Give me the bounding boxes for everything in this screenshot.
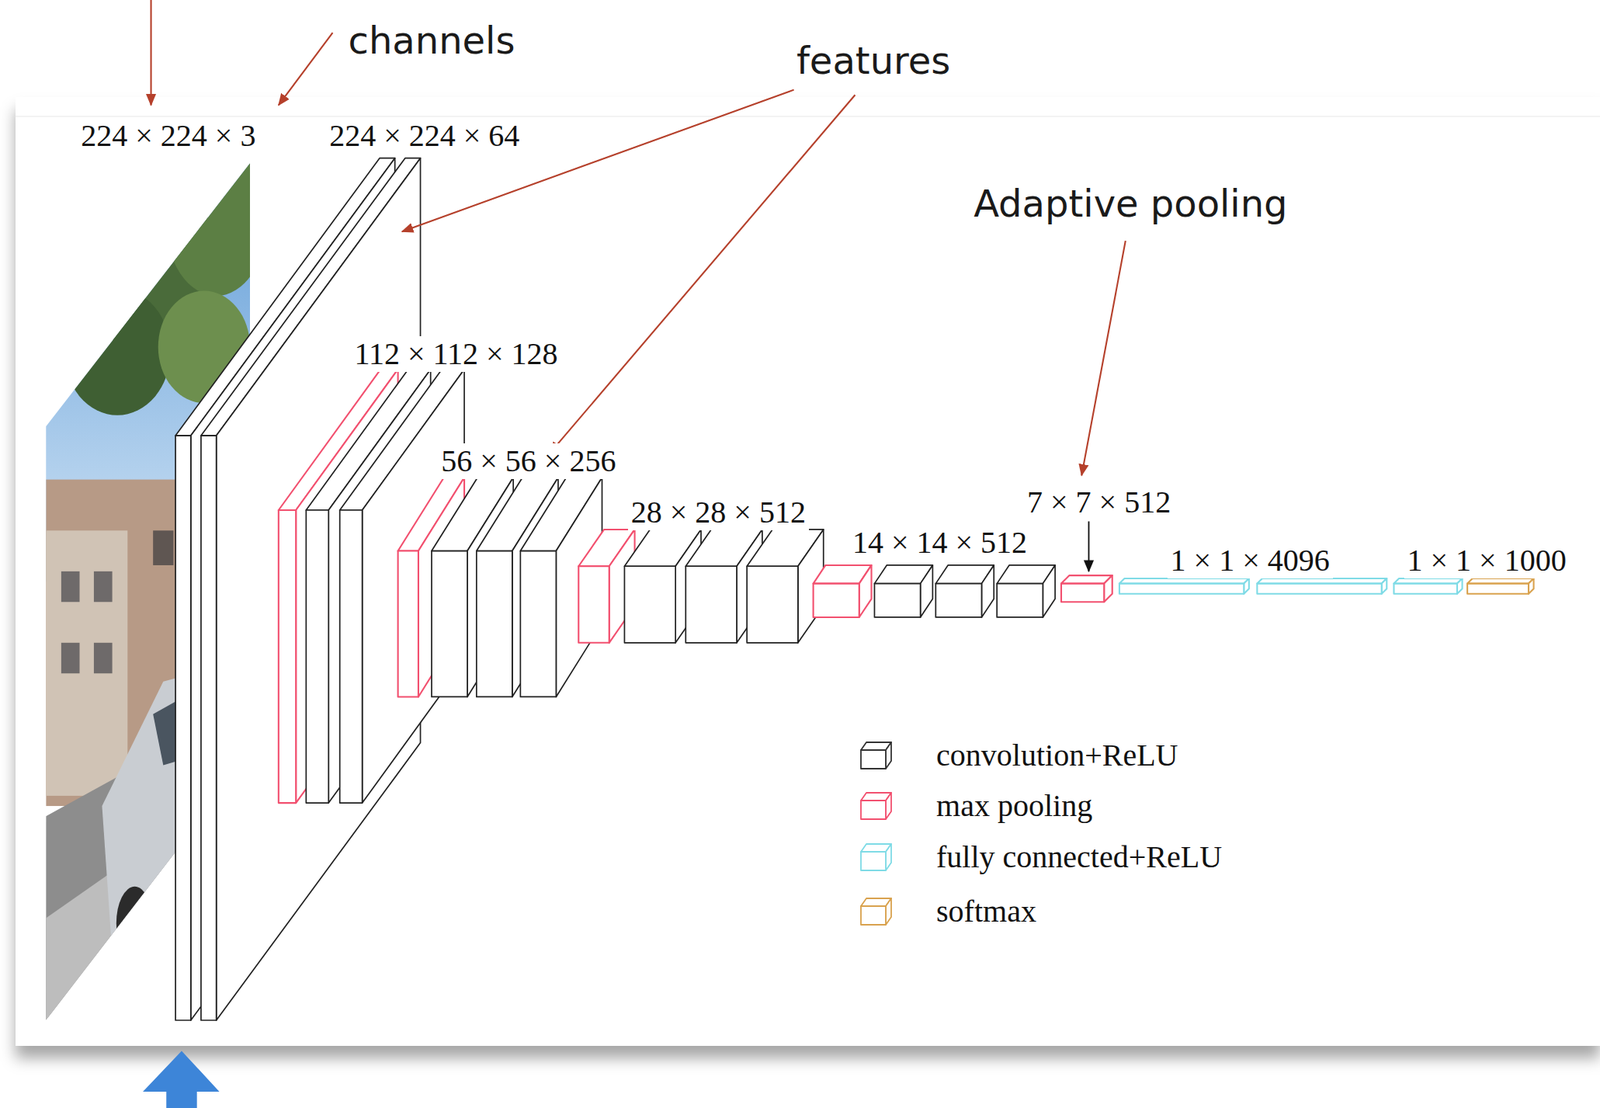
conv-block [920,565,934,618]
adaptive-pool-block [1103,575,1113,602]
legend-swatch [885,843,892,871]
fc-block [1119,583,1244,594]
leader-arrow [549,94,855,453]
conv-block [996,583,1043,618]
conv-block [305,510,329,803]
dimension-label: 56 × 56 × 256 [437,443,619,479]
input-photo [61,571,80,602]
legend-text: max pooling [936,787,1093,824]
leader-arrow [1081,240,1126,476]
pointer-arrow [1088,520,1090,571]
conv-block [935,583,982,618]
leader-arrow [278,32,334,105]
legend-text: convolution+ReLU [936,737,1178,774]
fc-block [1393,583,1457,594]
pool-block [859,565,872,618]
annotation-label: channels [345,19,519,63]
pool-block [813,565,872,618]
conv-block [624,565,676,643]
input-photo [93,571,113,602]
conv-block [431,477,603,698]
adaptive-pool-block [1061,575,1113,602]
conv-block [1042,565,1056,618]
conv-block [431,551,468,698]
input-arrow [142,1050,220,1108]
pool-block [813,583,860,618]
annotation-label: features [793,39,954,83]
conv-block [981,565,994,618]
input-photo [165,142,268,296]
legend-text: fully connected+ReLU [936,839,1222,875]
conv-block [340,510,363,803]
dimension-label: 224 × 224 × 3 [77,118,259,154]
input-photo [93,642,113,674]
input-photo [152,530,174,566]
legend-text: softmax [936,893,1037,930]
legend-row: max pooling [860,787,1093,824]
pool-block [398,551,419,698]
conv-block [874,583,920,618]
conv-block [874,565,1056,618]
legend-swatch [885,792,892,820]
leader-arrow [151,0,1126,476]
input-photo [61,642,80,674]
legend-swatch [860,791,893,821]
dimension-label: 224 × 224 × 64 [326,118,523,154]
pool-block [278,510,296,803]
legend-swatch [860,851,886,871]
leader-arrow [402,90,795,233]
legend-swatch [860,896,893,927]
conv-block [520,551,556,698]
legend-swatch [860,740,893,771]
leader-arrow [149,0,152,105]
conv-block [175,435,191,1021]
legend-swatch [885,742,892,769]
dimension-label: 7 × 7 × 512 [1023,484,1174,521]
input-photo [64,288,171,416]
dimension-label: 1 × 1 × 4096 [1167,542,1333,579]
legend-swatch [860,905,886,925]
annotation-label: Adaptive pooling [970,182,1291,226]
pool-block [578,565,609,643]
input-photo [45,530,128,796]
legend-swatch [885,898,892,925]
conv-block [476,551,513,698]
input-photo [116,886,153,961]
fc-block [1256,583,1382,594]
dimension-label: 1 × 1 × 1000 [1404,542,1570,579]
conv-block [624,529,823,643]
softmax-block [1467,583,1529,594]
legend-swatch [860,749,886,769]
conv-block [201,435,217,1021]
dimension-label: 14 × 14 × 512 [849,524,1031,561]
legend-row: fully connected+ReLU [860,839,1222,875]
legend-swatch [860,800,886,820]
adaptive-pool-block [1061,583,1104,603]
dimension-label: 28 × 28 × 512 [628,494,809,531]
legend-row: convolution+ReLU [860,737,1178,774]
conv-block [685,565,737,643]
panel-rule [15,115,1600,117]
legend-swatch [860,842,893,872]
dimension-label: 112 × 112 × 128 [350,336,561,372]
legend-row: softmax [860,893,1037,930]
conv-block [746,565,799,643]
softmax-block [1467,578,1534,594]
fc-block [1119,578,1463,594]
